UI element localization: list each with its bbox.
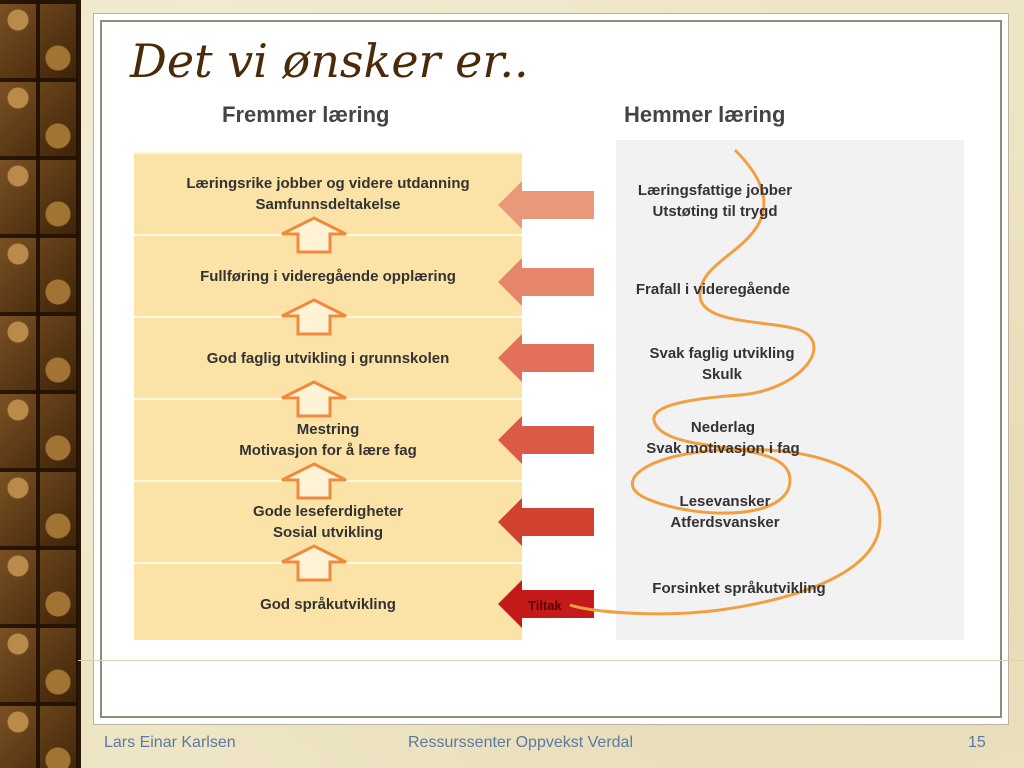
hinder-item: Forsinket språkutvikling xyxy=(589,578,889,599)
promote-row-line1: Læringsrike jobber og videre utdanning xyxy=(186,175,470,192)
decorative-tile-strip xyxy=(0,0,81,768)
promotes-learning-panel: Læringsrike jobber og videre utdanning S… xyxy=(134,152,522,640)
left-heading: Fremmer læring xyxy=(222,102,390,127)
hinder-item-line2: Atferdsvansker xyxy=(670,514,780,531)
hinder-item-line1: Læringsfattige jobber xyxy=(637,182,793,199)
hinder-item-line1: Svak faglig utvikling xyxy=(649,345,795,362)
footer-divider xyxy=(78,660,1024,661)
footer-author: Lars Einar Karlsen xyxy=(104,734,236,751)
hinder-item: Læringsfattige jobber Utstøting til tryg… xyxy=(565,180,865,222)
hinder-item-line1: Frafall i videregående xyxy=(635,281,791,298)
hinder-item-line1: Lesevansker xyxy=(679,493,771,510)
promote-row-line2: Sosial utvikling xyxy=(272,524,384,541)
promote-row-line1: God språkutvikling xyxy=(260,595,396,613)
promote-row: Gode leseferdigheter Sosial utvikling xyxy=(134,480,522,562)
hinder-item: Nederlag Svak motivasjon i fag xyxy=(573,417,873,459)
slide-title: Det vi ønsker er.. xyxy=(130,34,529,88)
promote-row: God faglig utvikling i grunnskolen xyxy=(134,316,522,398)
page-number: 15 xyxy=(968,734,986,751)
hinder-item-line2: Skulk xyxy=(701,366,743,383)
right-heading: Hemmer læring xyxy=(624,102,786,127)
hinder-item: Frafall i videregående xyxy=(563,279,863,300)
tiltak-label: Tiltak xyxy=(528,598,562,613)
hinder-item-line2: Svak motivasjon i fag xyxy=(646,440,800,457)
promote-row: Læringsrike jobber og videre utdanning S… xyxy=(134,152,522,234)
promote-row: Mestring Motivasjon for å lære fag xyxy=(134,398,522,480)
promote-row: Fullføring i videregående opplæring xyxy=(134,234,522,316)
hinder-item-line1: Nederlag xyxy=(690,419,756,436)
promote-row-line1: Fullføring i videregående opplæring xyxy=(200,267,456,285)
promote-row-line2: Samfunnsdeltakelse xyxy=(255,196,401,213)
promote-row-line1: Gode leseferdigheter xyxy=(252,503,404,520)
hinder-item-line1: Forsinket språkutvikling xyxy=(652,580,826,597)
footer-organization: Ressurssenter Oppvekst Verdal xyxy=(408,734,633,751)
promote-row-line1: God faglig utvikling i grunnskolen xyxy=(206,349,450,367)
promote-row-line1: Mestring xyxy=(296,421,360,438)
hinder-item: Lesevansker Atferdsvansker xyxy=(575,491,875,533)
hinder-item-line2: Utstøting til trygd xyxy=(652,203,778,220)
promote-row: God språkutvikling xyxy=(134,562,522,644)
hinder-item: Svak faglig utvikling Skulk xyxy=(572,343,872,385)
promote-row-line2: Motivasjon for å lære fag xyxy=(239,442,417,459)
